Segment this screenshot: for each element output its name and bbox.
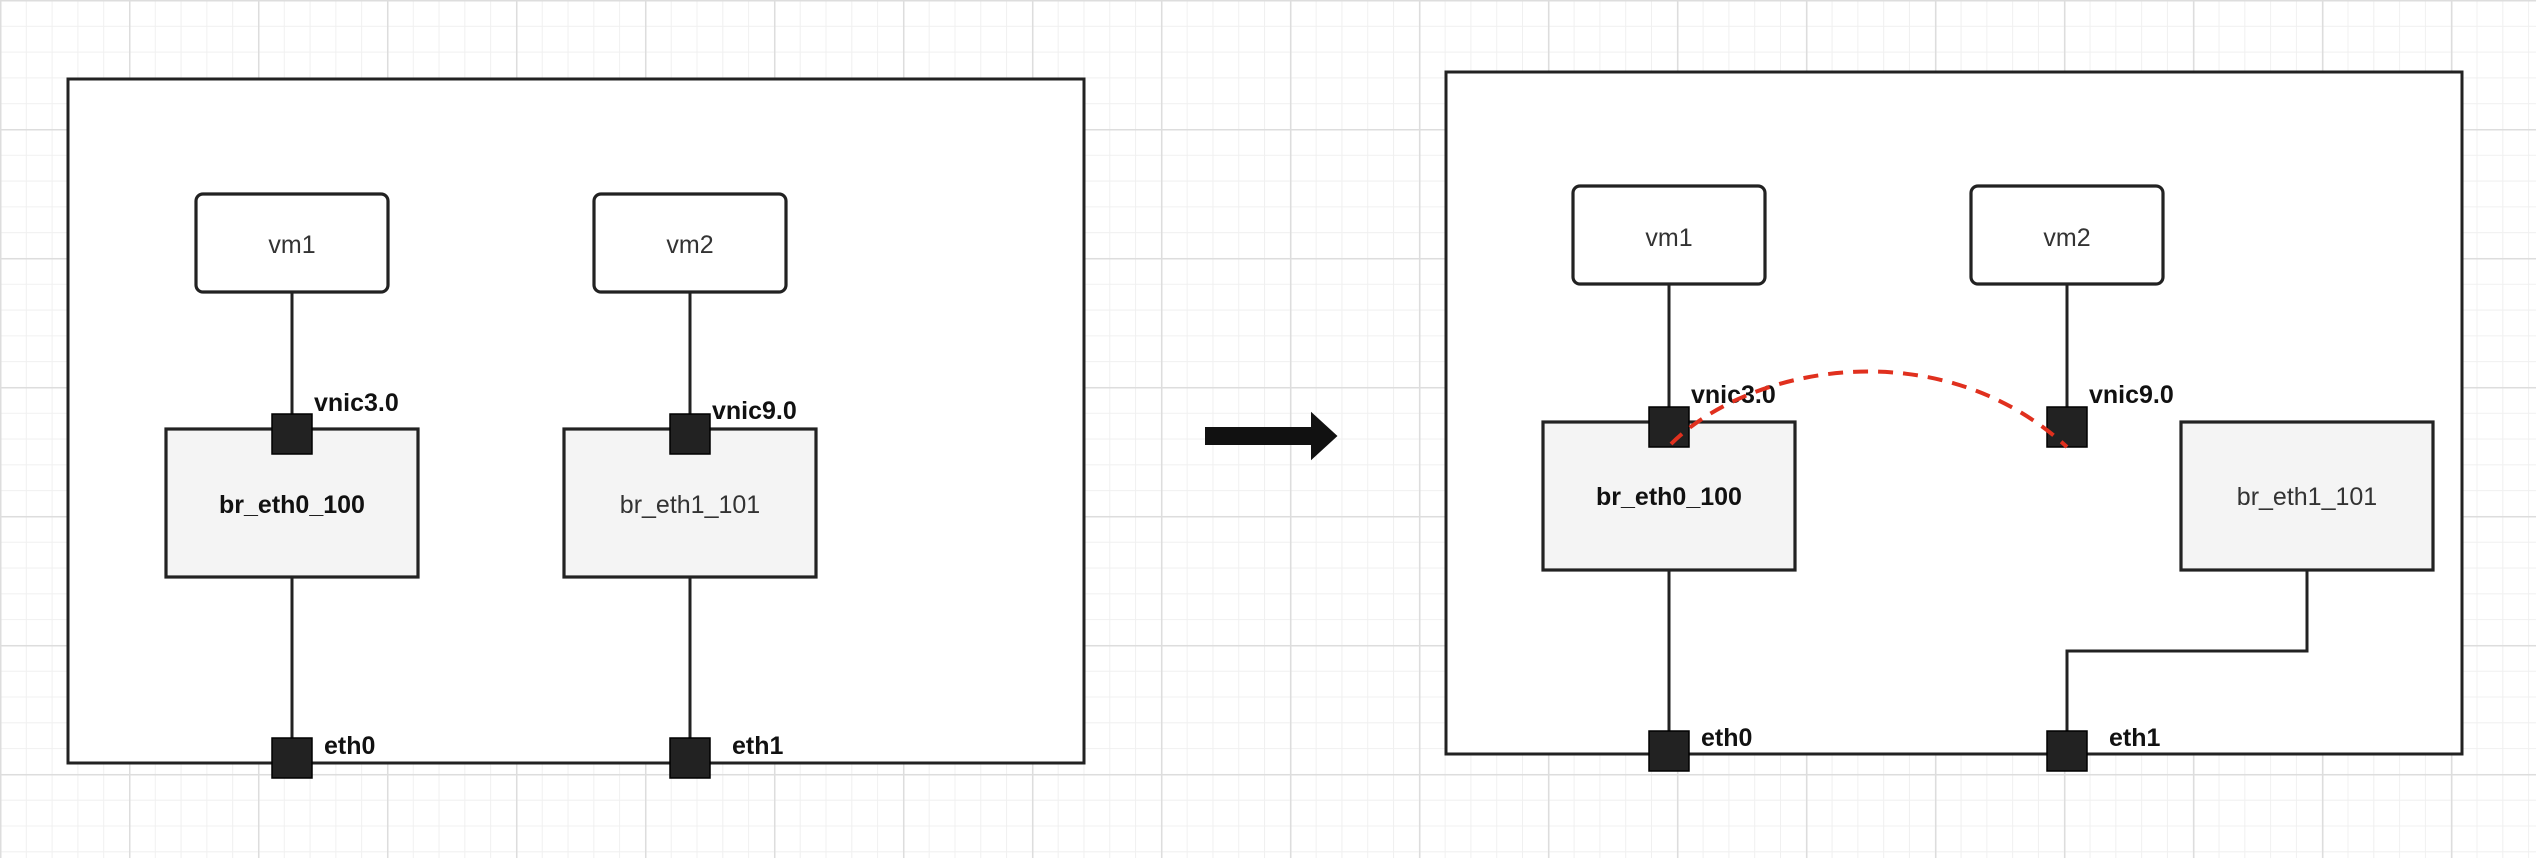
port-eth0-label: eth0 <box>324 732 375 760</box>
port-vnic3-0[interactable] <box>271 413 313 455</box>
bridge-br-eth1-101-label-after: br_eth1_101 <box>2237 483 2377 511</box>
port-eth0-label-after: eth0 <box>1701 724 1752 752</box>
port-vnic9-0-label-after: vnic9.0 <box>2089 381 2174 409</box>
transition-arrow-icon <box>1205 411 1338 461</box>
port-eth0-after[interactable] <box>1648 730 1690 772</box>
vm1-box[interactable] <box>194 192 390 294</box>
port-eth1[interactable] <box>669 737 711 779</box>
port-vnic9-0-after[interactable] <box>2046 406 2088 448</box>
bridge-br-eth0-100-label-after: br_eth0_100 <box>1596 483 1742 511</box>
vm2-box-after[interactable] <box>1969 184 2165 286</box>
port-vnic9-0[interactable] <box>669 413 711 455</box>
port-eth1-label-after: eth1 <box>2109 724 2161 752</box>
bridge-br-eth1-101-label: br_eth1_101 <box>620 491 760 519</box>
before-diagram: vm1 vm2 br_eth0_100 br_eth1_101 vnic3.0 … <box>66 77 1086 779</box>
host-frame-after <box>1444 70 2464 756</box>
port-vnic9-0-label: vnic9.0 <box>712 397 797 425</box>
vm2-label: vm2 <box>666 231 713 259</box>
port-vnic3-0-label: vnic3.0 <box>314 389 399 417</box>
after-diagram: vm1 vm2 br_eth0_100 br_eth1_101 vnic3.0 … <box>1444 70 2464 772</box>
vm2-box[interactable] <box>592 192 788 294</box>
port-vnic3-0-after[interactable] <box>1648 406 1690 448</box>
link-br1-eth1-after <box>2065 570 2309 750</box>
vm1-box-after[interactable] <box>1571 184 1767 286</box>
port-vnic3-0-label-after: vnic3.0 <box>1691 381 1776 409</box>
host-frame-before <box>66 77 1086 765</box>
port-eth1-after[interactable] <box>2046 730 2088 772</box>
migration-link <box>1669 369 2069 449</box>
vm2-label-after: vm2 <box>2043 224 2090 252</box>
bridge-br-eth1-101-after[interactable] <box>2179 420 2435 572</box>
port-eth1-label: eth1 <box>732 732 784 760</box>
bridge-br-eth0-100-label: br_eth0_100 <box>219 491 365 519</box>
vm1-label: vm1 <box>268 231 315 259</box>
port-eth0[interactable] <box>271 737 313 779</box>
vm1-label-after: vm1 <box>1645 224 1692 252</box>
